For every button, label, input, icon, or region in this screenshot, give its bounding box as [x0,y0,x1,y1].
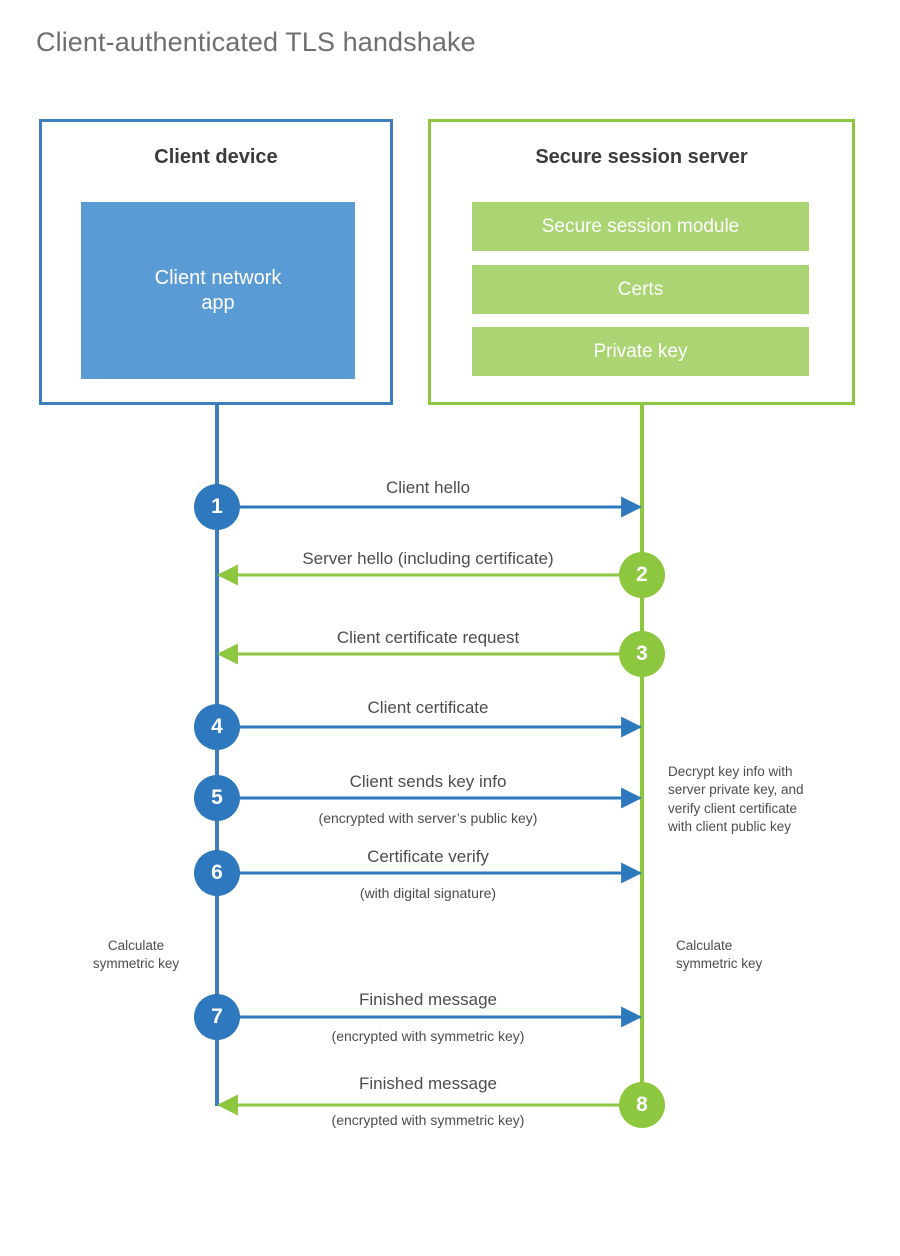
step-badge-8-label: 8 [636,1093,648,1116]
page-title: Client-authenticated TLS handshake [36,27,476,57]
message-label-7: Finished message [359,990,497,1009]
message-label-6: Certificate verify [367,847,489,866]
actor-box-client: Client device Client network app [39,119,393,405]
note-server-calculate-symmetric-key: Calculate symmetric key [676,938,763,972]
actor-title-client: Client device [154,146,278,168]
step-badge-3[interactable]: 3 [619,631,665,677]
message-sublabel-7: (encrypted with symmetric key) [331,1028,525,1044]
actor-title-server: Secure session server [535,146,748,168]
lifeline-server [640,405,644,1106]
message-label-3: Client certificate request [336,628,520,647]
message-sublabel-6: (with digital signature) [359,885,497,901]
message-label-5: Client sends key info [349,772,507,791]
step-badge-6[interactable]: 6 [194,850,240,896]
step-badge-6-label: 6 [211,861,223,884]
step-badge-5[interactable]: 5 [194,775,240,821]
actor-box-server: Secure session server Secure session mod… [428,119,855,405]
step-badge-1[interactable]: 1 [194,484,240,530]
step-badge-7[interactable]: 7 [194,994,240,1040]
step-badge-2-label: 2 [636,563,648,586]
note-server-decrypt: Decrypt key info with server private key… [668,764,804,835]
message-label-2: Server hello (including certificate) [302,549,554,568]
step-badge-4[interactable]: 4 [194,704,240,750]
client-network-app-block: Client network app [81,202,355,379]
step-badge-4-label: 4 [211,715,223,738]
server-block-secure-session-module: Secure session module [472,202,809,251]
message-label-4: Client certificate [367,698,489,717]
step-badge-3-label: 3 [636,642,648,665]
lifeline-client [215,405,219,1106]
step-badge-2[interactable]: 2 [619,552,665,598]
note-client-calculate-symmetric-key: Calculate symmetric key [92,938,180,972]
message-sublabel-8: (encrypted with symmetric key) [331,1112,525,1128]
step-badge-8[interactable]: 8 [619,1082,665,1128]
message-label-8: Finished message [359,1074,497,1093]
message-label-1: Client hello [385,478,471,497]
step-badge-5-label: 5 [211,786,223,809]
step-badge-1-label: 1 [211,495,223,518]
server-block-certs: Certs [472,265,809,314]
server-block-private-key: Private key [472,327,809,376]
step-badge-7-label: 7 [211,1005,223,1028]
message-sublabel-5: (encrypted with server’s public key) [318,810,538,826]
